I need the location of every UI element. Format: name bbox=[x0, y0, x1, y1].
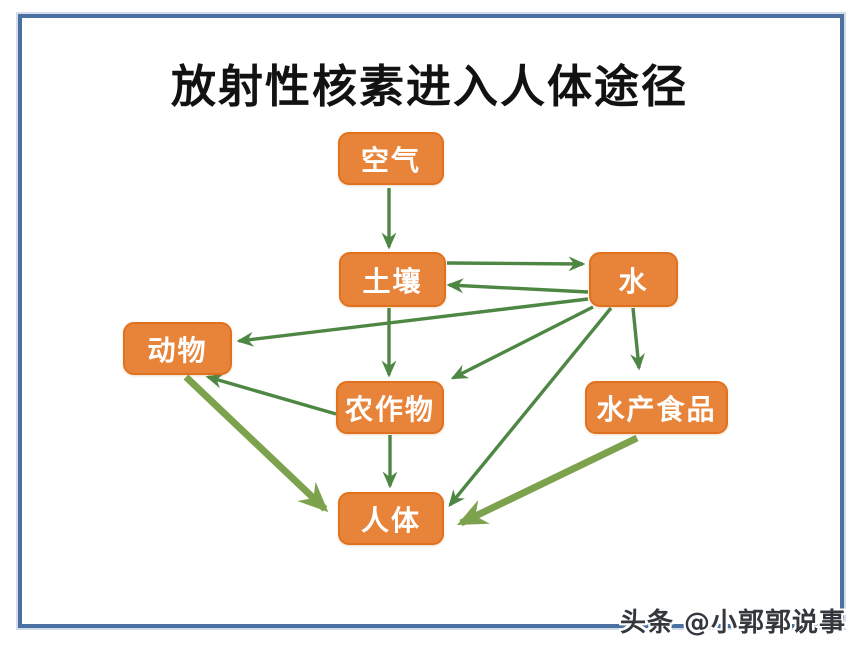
arrow-crops-to-animals bbox=[205, 373, 337, 416]
node-aquatic: 水产食品 bbox=[585, 381, 728, 434]
node-crops: 农作物 bbox=[336, 381, 444, 434]
node-air: 空气 bbox=[338, 132, 444, 185]
arrow-soil-to-water bbox=[446, 256, 586, 272]
watermark: 头条 @小郭郭说事 bbox=[619, 608, 846, 638]
arrow-water-to-animals bbox=[236, 297, 589, 347]
node-human: 人体 bbox=[338, 492, 444, 545]
arrow-aquatic-to-human bbox=[456, 434, 639, 527]
arrow-water-to-aquatic bbox=[630, 307, 646, 371]
node-water: 水 bbox=[589, 252, 678, 307]
arrow-animals-to-human bbox=[183, 374, 329, 513]
arrow-water-to-crops bbox=[450, 305, 594, 380]
node-animals: 动物 bbox=[123, 322, 232, 375]
diagram-title: 放射性核素进入人体途径 bbox=[170, 60, 688, 113]
node-soil: 土壤 bbox=[339, 252, 446, 307]
arrow-water-to-human bbox=[448, 306, 613, 507]
slide-border bbox=[18, 14, 844, 628]
arrow-water-to-soil bbox=[446, 278, 589, 294]
